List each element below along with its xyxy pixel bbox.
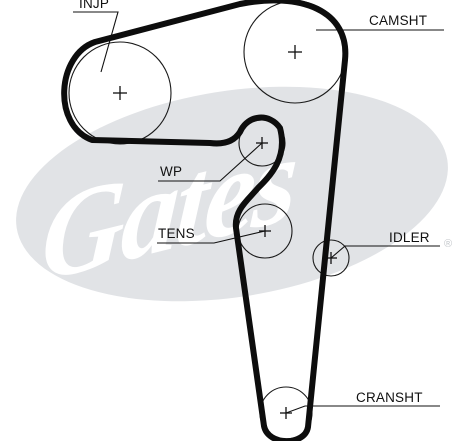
gates-logo-watermark: Gates ®: [16, 86, 452, 309]
label-camsht: CAMSHT: [369, 13, 427, 28]
leader-tens: [157, 230, 266, 244]
pulley-idler-circle: [312, 239, 350, 277]
injp-center-icon: [113, 86, 127, 100]
camsht-center-icon: [288, 45, 302, 59]
leader-lines: [73, 11, 444, 414]
label-idler: IDLER: [389, 230, 430, 245]
leader-injp: [73, 11, 119, 73]
label-tens: TENS: [158, 226, 195, 241]
pulley-injp-circle: [68, 41, 172, 145]
label-injp: INJP: [79, 0, 109, 11]
watermark-trademark: ®: [444, 238, 452, 250]
leader-cransht: [285, 405, 440, 414]
label-wp: WP: [160, 164, 182, 179]
leader-wp: [158, 142, 263, 182]
label-cransht: CRANSHT: [356, 390, 423, 405]
timing-belt: [61, 0, 349, 441]
leader-idler: [330, 245, 440, 259]
pulley-injp: [68, 41, 172, 145]
